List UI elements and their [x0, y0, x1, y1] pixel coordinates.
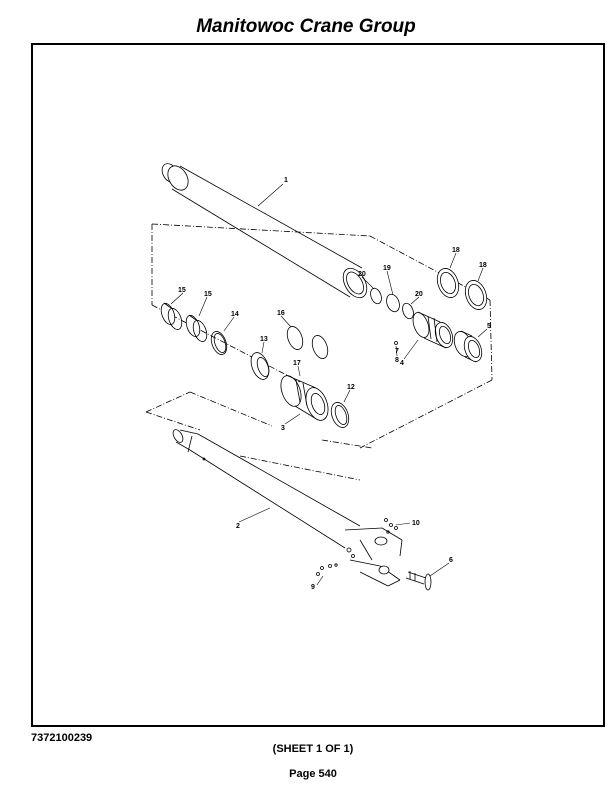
page-title: Manitowoc Crane Group [196, 16, 416, 37]
callout-1: 1 [284, 177, 288, 184]
callout-4: 4 [400, 360, 404, 367]
seal-ring-14 [210, 331, 228, 355]
callout-8: 8 [395, 357, 399, 364]
drawing-part-number: 7372100239 [31, 732, 93, 744]
page-number: Page 540 [289, 768, 337, 780]
callout-10: 10 [412, 520, 420, 527]
callout-9: 9 [311, 584, 315, 591]
seal-18a [436, 268, 460, 298]
gland-4 [412, 311, 454, 349]
callout-12: 12 [347, 384, 355, 391]
callout-13: 13 [260, 336, 268, 343]
callout-6: 6 [449, 557, 453, 564]
callout-19: 19 [383, 265, 391, 272]
piston-3 [280, 374, 329, 421]
o-ring-16 [286, 326, 304, 350]
callout-18b: 18 [479, 262, 487, 269]
seal-12 [330, 402, 350, 428]
callout-3: 3 [281, 425, 285, 432]
callout-20b: 20 [415, 291, 423, 298]
ring-19 [386, 293, 400, 313]
callout-7: 7 [395, 348, 399, 355]
wear-rings-15 [160, 302, 208, 342]
callout-14: 14 [231, 311, 239, 318]
cylinder-rod-2 [172, 429, 403, 587]
callout-18a: 18 [452, 247, 460, 254]
callout-20a: 20 [358, 271, 366, 278]
fittings-9 [316, 572, 320, 576]
ring-20b [402, 302, 414, 320]
sheet-indicator: (SHEET 1 OF 1) [272, 743, 354, 755]
callout-17: 17 [293, 360, 301, 367]
cylinder-barrel [161, 163, 368, 299]
assembly-envelope-lower [145, 391, 373, 481]
drawing-frame [31, 43, 605, 727]
ring-20a [370, 287, 382, 305]
seal-13 [250, 352, 270, 380]
fittings-10 [384, 518, 388, 522]
leader-lines [170, 183, 488, 586]
sleeve-5 [453, 330, 483, 363]
callout-2: 2 [236, 523, 240, 530]
callout-15b: 15 [204, 291, 212, 298]
callout-5: 5 [487, 323, 491, 330]
callout-16: 16 [277, 310, 285, 317]
part-7 [394, 341, 398, 345]
seal-18b [464, 280, 488, 310]
fitting-6 [405, 571, 432, 591]
callout-15a: 15 [178, 287, 186, 294]
